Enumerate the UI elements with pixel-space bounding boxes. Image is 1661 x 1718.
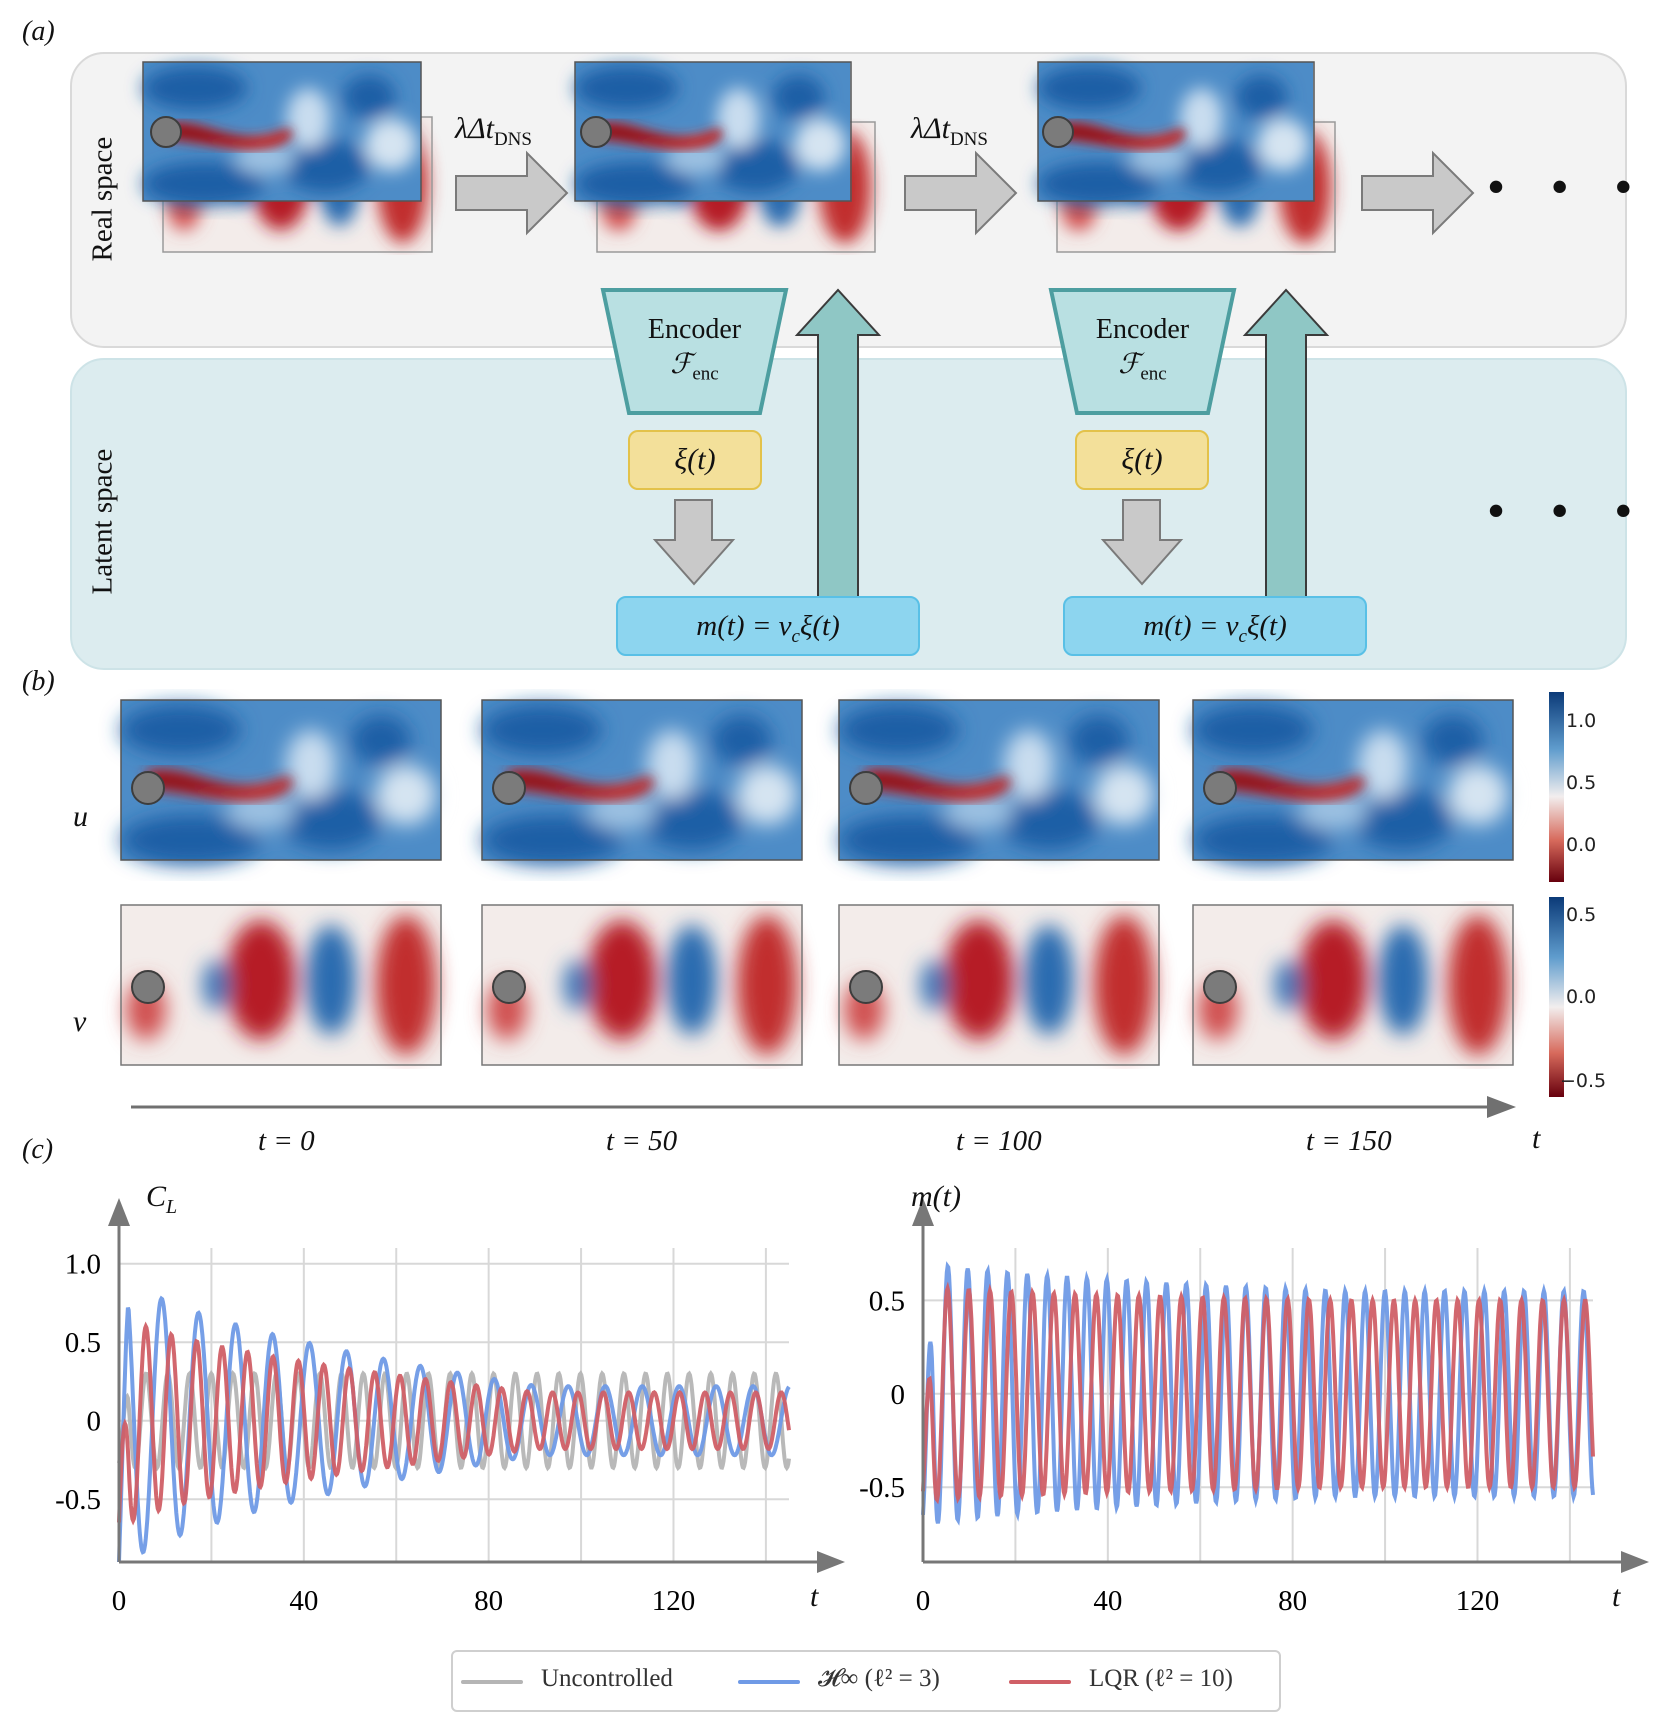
legend-label-hinf: 𝓗∞ (ℓ² = 3) <box>818 1665 940 1692</box>
x-tick-label: 80 <box>1278 1585 1307 1617</box>
v-snapshot-t100 <box>838 904 1160 1066</box>
colorbar-u-tick-2: 0.5 <box>1566 772 1597 794</box>
v-snapshot-t150 <box>1192 904 1514 1066</box>
encoder-label-2: Encoder ℱenc <box>1095 314 1190 385</box>
x-tick-label: 40 <box>1093 1585 1122 1617</box>
x-tick-label: 120 <box>652 1585 696 1617</box>
y-tick-label: 0.5 <box>65 1327 101 1359</box>
y-axis-arrow <box>912 1198 934 1226</box>
down-arrow-1 <box>652 499 736 586</box>
series-line <box>117 1321 791 1526</box>
time-label-t0: t = 0 <box>258 1125 315 1157</box>
row-label-v: v <box>73 1005 87 1038</box>
x-tick-label: 120 <box>1456 1585 1500 1617</box>
step-label-1: λΔtDNS <box>455 112 532 150</box>
panel-label-b: (b) <box>22 666 55 697</box>
y-tick-label: 0.5 <box>869 1285 905 1317</box>
legend-label-lqr: LQR (ℓ² = 10) <box>1089 1665 1233 1692</box>
colorbar-v-tick-3: −0.5 <box>1560 1070 1607 1092</box>
colorbar-v-tick-2: 0.0 <box>1566 986 1597 1008</box>
legend-swatch-lqr <box>1009 1680 1071 1684</box>
chart-actuation: 0.5 0 -0.5 0 40 80 120 <box>859 1198 1649 1617</box>
time-label-t150: t = 150 <box>1306 1125 1392 1157</box>
series-line <box>921 1281 1595 1505</box>
panel-label-a: (a) <box>22 16 55 47</box>
panel-label-c: (c) <box>22 1134 54 1165</box>
time-arrow <box>131 1096 1516 1118</box>
legend-swatch-uncontrolled <box>461 1680 523 1684</box>
x-axis-arrow <box>1621 1551 1649 1573</box>
y-tick-label: 1.0 <box>65 1249 101 1281</box>
colorbar-v-tick-1: 0.5 <box>1566 904 1597 926</box>
x-tick-label: 0 <box>916 1585 931 1617</box>
colorbar-u-tick-1: 1.0 <box>1566 710 1597 732</box>
time-axis-label: t <box>1532 1122 1541 1155</box>
u-snapshot-t100 <box>838 699 1160 865</box>
panel-b-fields <box>120 692 1564 1097</box>
colorbar-v <box>1549 897 1564 1097</box>
snapshot-stack-3 <box>1037 61 1336 253</box>
v-snapshot-t0 <box>120 904 442 1066</box>
y-axis-arrow <box>108 1198 130 1226</box>
step-label-2: λΔtDNS <box>911 112 988 150</box>
row-label-u: u <box>73 800 88 833</box>
u-snapshot-t150 <box>1192 699 1514 865</box>
x-tick-label: 40 <box>289 1585 318 1617</box>
panel-a-diagram <box>142 61 1475 647</box>
right-y-axis-label: m(t) <box>911 1180 961 1213</box>
up-arrow-1 <box>794 288 882 647</box>
ellipsis-latent: • • • <box>1488 485 1650 536</box>
right-arrow-1 <box>455 150 569 236</box>
encoder-2 <box>1048 288 1237 415</box>
legend-swatch-hinf <box>738 1680 800 1684</box>
chart-lift-coefficient: 1.0 0.5 0 -0.5 0 40 80 120 <box>55 1198 845 1617</box>
v-snapshot-t50 <box>481 904 803 1066</box>
snapshot-stack-2 <box>574 61 876 253</box>
y-tick-label: -0.5 <box>55 1484 101 1516</box>
colorbar-u-tick-3: 0.0 <box>1566 834 1597 856</box>
time-label-t50: t = 50 <box>606 1125 678 1157</box>
legend-label-uncontrolled: Uncontrolled <box>541 1665 673 1692</box>
series-line <box>117 1295 791 1563</box>
right-arrow-2 <box>904 150 1018 236</box>
colorbar-u <box>1549 692 1564 882</box>
legend: Uncontrolled 𝓗∞ (ℓ² = 3) LQR (ℓ² = 10) <box>451 1650 1281 1712</box>
y-tick-label: 0 <box>891 1379 906 1411</box>
time-label-t100: t = 100 <box>956 1125 1042 1157</box>
right-x-axis-label: t <box>1612 1580 1621 1613</box>
actuation-box-2: m(t) = vcξ(t) <box>1063 596 1367 656</box>
actuation-box-1: m(t) = vcξ(t) <box>616 596 920 656</box>
left-y-axis-label: CL <box>146 1180 178 1218</box>
encoder-1 <box>600 288 789 415</box>
y-tick-label: 0 <box>87 1406 102 1438</box>
u-snapshot-t50 <box>481 699 803 865</box>
ellipsis-real: • • • <box>1488 161 1650 212</box>
x-tick-label: 80 <box>474 1585 503 1617</box>
y-tick-label: -0.5 <box>859 1472 905 1504</box>
left-x-axis-label: t <box>810 1580 819 1613</box>
latent-variable-box-2: ξ(t) <box>1075 430 1209 490</box>
snapshot-stack-1 <box>142 61 433 253</box>
u-snapshot-t0 <box>120 699 442 865</box>
encoder-label-1: Encoder ℱenc <box>647 314 742 385</box>
x-tick-label: 0 <box>112 1585 127 1617</box>
down-arrow-2 <box>1100 499 1184 586</box>
up-arrow-2 <box>1242 288 1330 647</box>
latent-variable-box-1: ξ(t) <box>628 430 762 490</box>
x-axis-arrow <box>817 1551 845 1573</box>
right-arrow-3 <box>1361 150 1475 236</box>
